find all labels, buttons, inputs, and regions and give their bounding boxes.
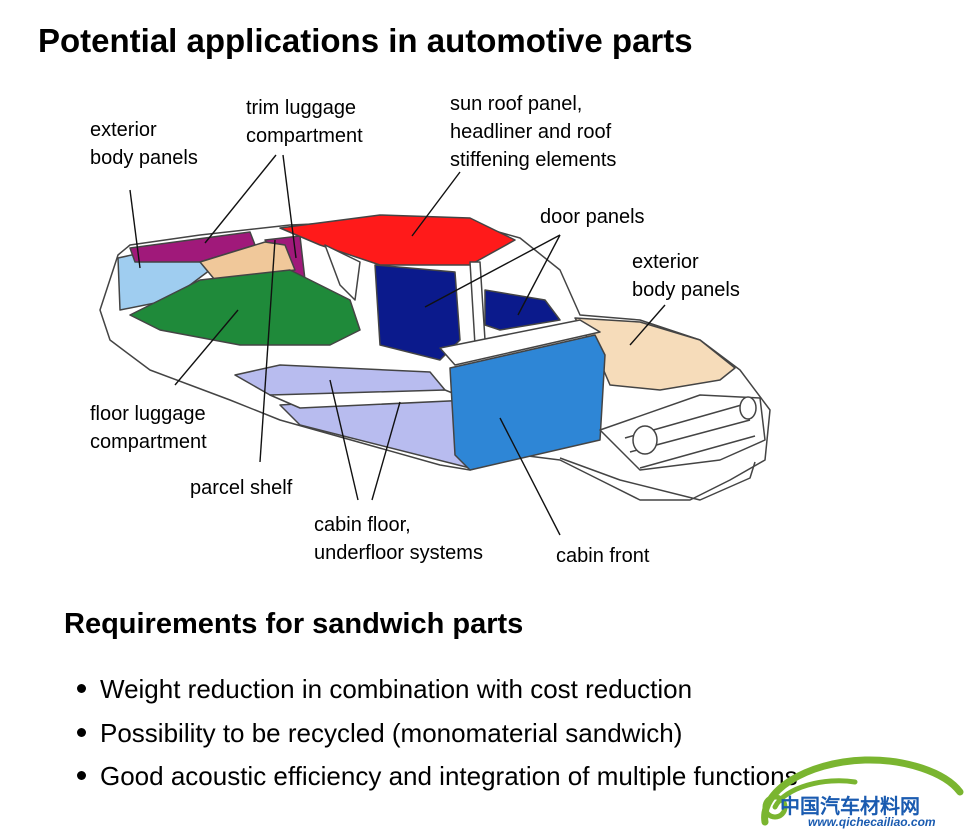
label-sun-roof: sun roof panel, headliner and roof stiff… [450,93,617,171]
requirement-item: Good acoustic efficiency and integration… [74,755,798,799]
requirements-title: Requirements for sandwich parts [64,608,524,640]
car-diagram [99,154,771,536]
floor-luggage-part [129,269,361,346]
label-exterior-body-panels-left: exterior body panels [90,119,198,169]
door-panel-1 [374,264,461,361]
watermark-cn: 中国汽车材料网 [780,796,920,818]
label-trim-luggage: trim luggage compartment [246,97,363,147]
label-parcel-shelf: parcel shelf [190,477,293,499]
requirements-list: Weight reduction in combination with cos… [74,668,798,799]
door-panel-2 [484,289,561,331]
page-title: Potential applications in automotive par… [38,22,693,59]
label-cabin-front: cabin front [556,545,650,567]
requirement-item: Weight reduction in combination with cos… [74,668,798,712]
label-door-panels: door panels [540,206,645,228]
label-cabin-floor: cabin floor, underfloor systems [314,514,483,564]
watermark-logo [761,756,964,826]
requirement-item: Possibility to be recycled (monomaterial… [74,712,798,756]
cabin-front-part [449,334,606,471]
label-floor-luggage: floor luggage compartment [90,403,207,453]
watermark-url: www.qichecailiao.com [808,815,936,829]
label-exterior-body-panels-right: exterior body panels [632,251,740,301]
